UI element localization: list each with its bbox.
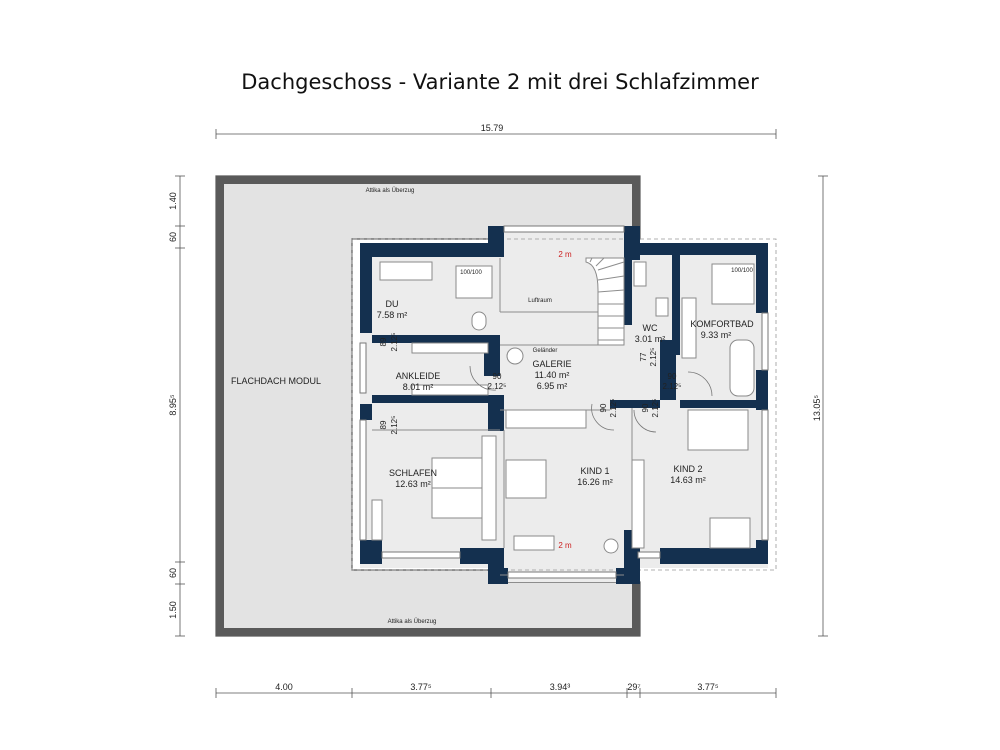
room-galerie-name: GALERIE [532,359,571,369]
door-wc-height: 2.12⁵ [649,348,658,367]
room-kind1-area: 16.26 m² [577,477,613,487]
dim-left-4: 60 [168,568,178,578]
page-title: Dachgeschoss - Variante 2 mit drei Schla… [241,70,759,94]
room-galerie-area2: 6.95 m² [537,381,568,391]
room-ankleide-area: 8.01 m² [403,382,434,392]
height-mark-bottom: 2 m [558,541,572,550]
bad-washbasin [681,297,697,359]
room-ankleide-name: ANKLEIDE [396,371,441,381]
dimension-lines [175,129,828,698]
door-kind1-width: 90 [599,403,608,412]
dim-top: 15.79 [481,123,504,133]
dim-right: 13.05⁵ [812,395,822,422]
room-galerie-area: 11.40 m² [535,370,570,380]
ankleide-wardrobe-bottom [411,384,489,396]
ankleide-wardrobe-top [411,342,489,354]
dim-left-2: 60 [168,232,178,242]
room-schlafen-name: SCHLAFEN [389,468,437,478]
furniture [371,261,755,554]
bad-bathtub [729,339,755,397]
door-bad-width: 90 [668,372,677,381]
luftraum-label: Luftraum [528,298,552,304]
room-komfortbad-name: KOMFORTBAD [690,319,754,329]
room-wc-area: 3.01 m² [635,334,666,344]
door-kind1-height: 2.12⁵ [609,399,618,418]
room-komfortbad-area: 9.33 m² [701,330,732,340]
schlafen-wardrobe [481,435,497,541]
shower-bad-size: 100/100 [731,268,753,274]
kind1-desk [513,535,555,551]
door-schlafen-height: 2.12⁵ [390,416,399,435]
room-wc-name: WC [643,323,658,333]
room-kind2-area: 14.63 m² [670,475,706,485]
galerie-plant [506,347,524,365]
gelaender-label: Geländer [533,348,558,354]
door-wc-width: 77 [639,352,648,361]
bad-shower [711,263,755,305]
door-ankleide-galerie-height: 2.12⁵ [488,382,507,391]
schlafen-desk [371,499,383,541]
door-ankleide-galerie-width: 90 [493,372,502,381]
kind2-bed [687,409,749,451]
door-schlafen-width: 89 [379,420,388,429]
room-du-area: 7.58 m² [377,310,408,320]
schlafen-bed-2 [431,487,483,519]
room-kind2-name: KIND 2 [673,464,702,474]
dim-left-1: 1.40 [168,192,178,210]
dim-bottom-2: 3.77⁵ [410,682,432,692]
room-schlafen-area: 12.63 m² [395,479,431,489]
room-du-name: DU [386,299,399,309]
dim-left-5: 1.50 [168,601,178,619]
door-bad-height: 2.12⁵ [663,382,682,391]
attika-top-label: Attika als Überzug [366,187,415,194]
dim-bottom-5: 3.77⁵ [697,682,719,692]
kind2-wardrobe [631,459,645,549]
dim-bottom-1: 4.00 [275,682,293,692]
wc-toilet [655,297,669,317]
wc-basin [633,261,647,287]
door-du-width: 89 [379,337,388,346]
kind2-desk [709,517,751,549]
room-kind1-name: KIND 1 [580,466,609,476]
flachdach-label: FLACHDACH MODUL [231,376,321,386]
door-du-height: 2.12⁵ [390,333,399,352]
du-shower [455,265,493,299]
windows [359,225,769,579]
dim-bottom-3: 3.94³ [550,682,571,692]
dim-left-3: 8.95⁵ [168,394,178,416]
walls [360,226,768,584]
door-kind2-width: 90 [641,403,650,412]
attika-bottom-label: Attika als Überzug [388,618,437,625]
du-toilet [471,311,487,331]
staircase [585,257,625,346]
schlafen-bed-1 [431,457,483,489]
doors [469,365,713,433]
kind1-bed [505,459,547,499]
dim-bottom-4: 29⁷ [627,682,640,692]
door-kind2-height: 2.12⁵ [651,399,660,418]
height-mark-top: 2 m [558,250,572,259]
du-washbasin [379,261,433,281]
kind1-wardrobe [505,409,587,429]
kind1-plant [603,538,619,554]
shower-du-size: 100/100 [460,270,482,276]
